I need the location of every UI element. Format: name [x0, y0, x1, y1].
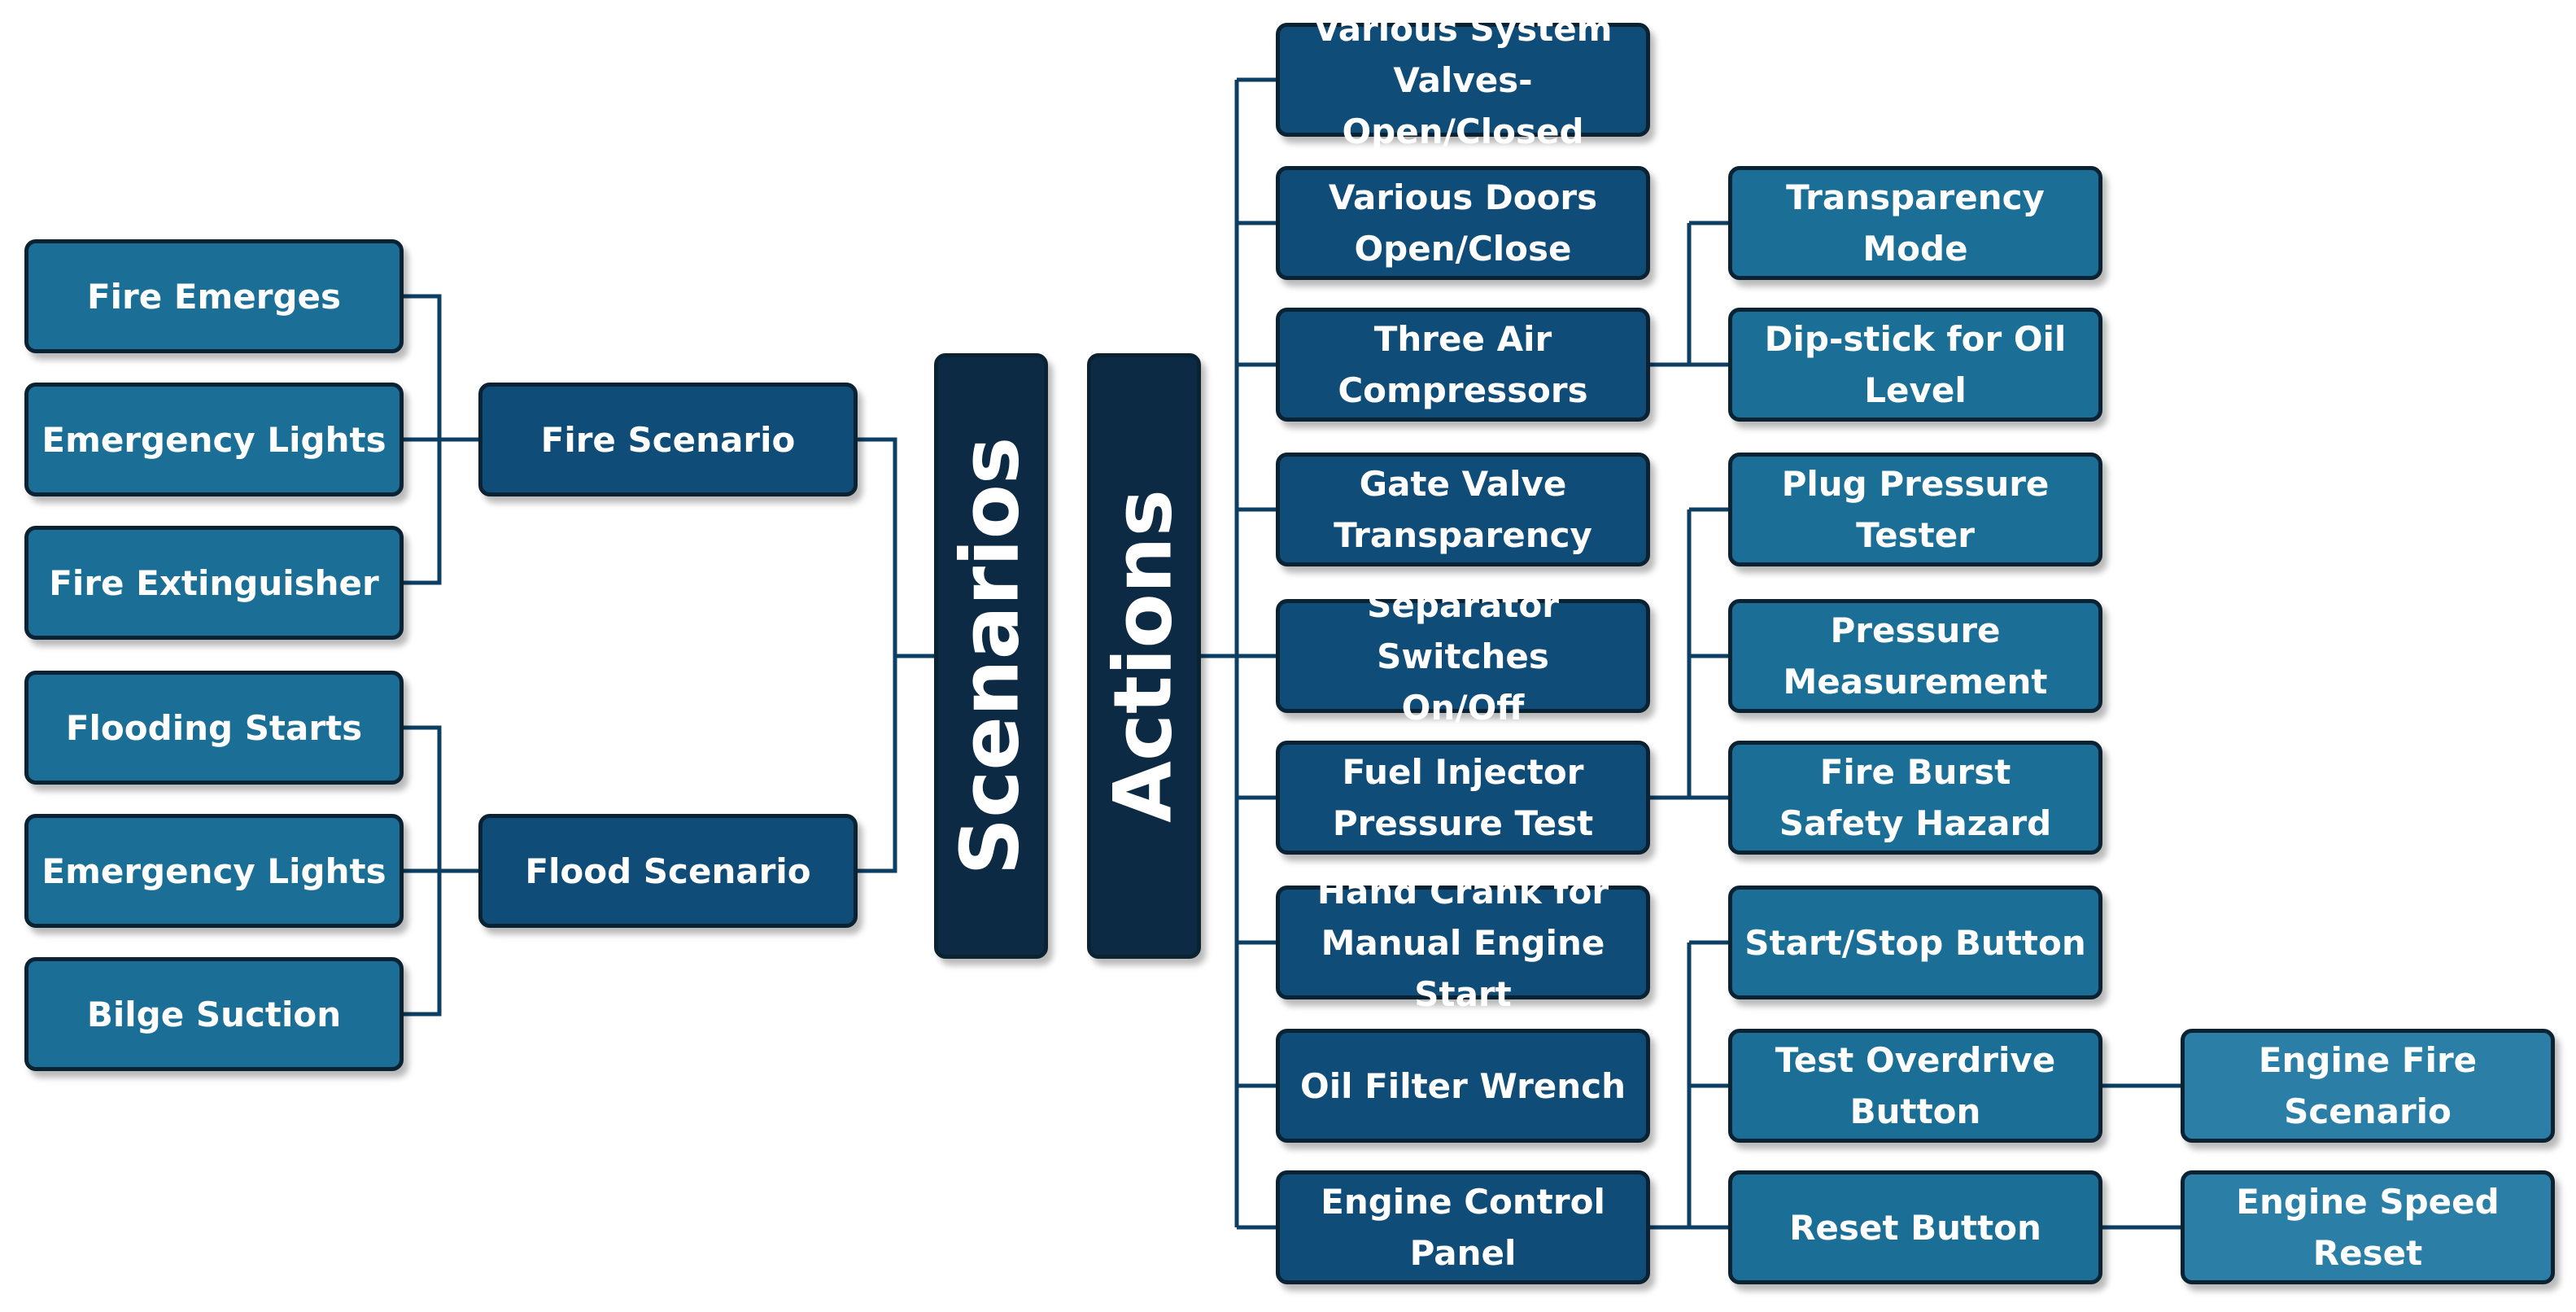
scenarios-title: Scenarios — [944, 436, 1037, 876]
transparency-mode-box: Transparency Mode — [1728, 166, 2102, 280]
flood-emergency-lights-box: Emergency Lights — [24, 814, 404, 928]
test-overdrive-button-box: Test Overdrive Button — [1728, 1029, 2102, 1143]
flood-scenario-box: Flood Scenario — [478, 814, 858, 928]
actions-title: Actions — [1097, 489, 1190, 823]
action-air-compressors: Three Air Compressors — [1276, 308, 1650, 422]
actions-pillar: Actions — [1087, 353, 1201, 959]
flooding-starts-box: Flooding Starts — [24, 671, 404, 785]
action-hand-crank: Hand Crank for Manual Engine Start — [1276, 872, 1650, 1014]
action-fuel-injector: Fuel Injector Pressure Test — [1276, 741, 1650, 855]
fire-extinguisher-box: Fire Extinguisher — [24, 526, 404, 640]
engine-speed-reset-box: Engine Speed Reset — [2181, 1170, 2555, 1284]
engine-fire-scenario-box: Engine Fire Scenario — [2181, 1029, 2555, 1143]
bilge-suction-box: Bilge Suction — [24, 957, 404, 1071]
dipstick-oil-level-box: Dip-stick for Oil Level — [1728, 308, 2102, 422]
action-system-valves: Various System Valves-Open/Closed — [1276, 9, 1650, 151]
reset-button-box: Reset Button — [1728, 1170, 2102, 1284]
pressure-measurement-box: Pressure Measurement — [1728, 599, 2102, 713]
action-engine-control-panel: Engine Control Panel — [1276, 1170, 1650, 1284]
plug-pressure-tester-box: Plug Pressure Tester — [1728, 453, 2102, 566]
action-gate-valve: Gate Valve Transparency — [1276, 453, 1650, 566]
action-separator-switches: Separator Switches On/Off — [1276, 585, 1650, 728]
fire-emergency-lights-box: Emergency Lights — [24, 383, 404, 496]
fire-emerges-box: Fire Emerges — [24, 239, 404, 353]
scenarios-pillar: Scenarios — [934, 353, 1048, 959]
action-oil-filter-wrench: Oil Filter Wrench — [1276, 1029, 1650, 1143]
action-various-doors: Various Doors Open/Close — [1276, 166, 1650, 280]
fire-burst-hazard-box: Fire Burst Safety Hazard — [1728, 741, 2102, 855]
fire-scenario-box: Fire Scenario — [478, 383, 858, 496]
start-stop-button-box: Start/Stop Button — [1728, 886, 2102, 999]
